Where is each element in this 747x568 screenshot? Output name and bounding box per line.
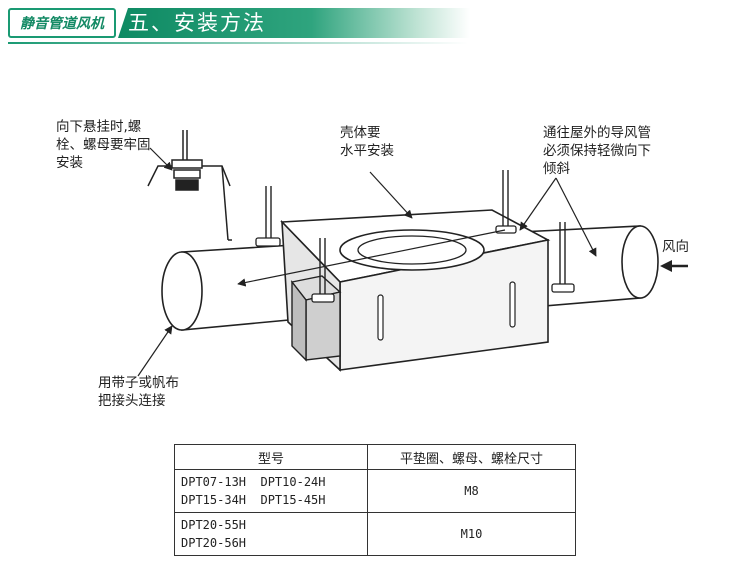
leader-lines [137, 147, 597, 377]
wind-direction-label: 风向 [662, 239, 689, 255]
connect-note-line: 把接头连接 [98, 393, 166, 409]
junction-box [290, 275, 342, 362]
duct-note-line: 倾斜 [543, 161, 570, 177]
duct-note-line: 通往屋外的导风管 [543, 125, 651, 141]
rod-nuts [255, 225, 575, 303]
product-tag: 静音管道风机 [8, 8, 116, 38]
hanger-rods [265, 170, 566, 298]
shell-note: 壳体要 水平安装 [340, 124, 394, 160]
duct-note: 通往屋外的导风管 必须保持轻微向下 倾斜 [543, 124, 651, 178]
table-row: DPT20-55H DPT20-56H M10 [174, 512, 576, 556]
table-header-row: 型号 平垫圈、螺母、螺栓尺寸 [174, 444, 576, 470]
shell-note-line: 壳体要 [340, 125, 381, 141]
spec-table: 型号 平垫圈、螺母、螺栓尺寸 DPT07-13H DPT10-24H DPT15… [174, 444, 576, 556]
installation-diagram [137, 130, 688, 377]
left-duct [161, 243, 311, 331]
model-line: DPT20-55H [181, 518, 247, 532]
model-line: DPT15-34H DPT15-45H [181, 493, 326, 507]
connect-note: 用带子或帆布 把接头连接 [98, 374, 179, 410]
hanger-note-line: 向下悬挂时,螺 [56, 119, 142, 135]
model-cell: DPT07-13H DPT10-24H DPT15-34H DPT15-45H [174, 469, 368, 513]
section-title: 五、安装方法 [128, 11, 266, 35]
shell-note-line: 水平安装 [340, 143, 394, 159]
hanger-detail [147, 130, 232, 241]
table-row: DPT07-13H DPT10-24H DPT15-34H DPT15-45H … [174, 469, 576, 513]
duct-note-line: 必须保持轻微向下 [543, 143, 651, 159]
model-cell: DPT20-55H DPT20-56H [174, 512, 368, 556]
model-line: DPT07-13H DPT10-24H [181, 475, 326, 489]
size-cell: M10 [367, 512, 576, 556]
hanger-note: 向下悬挂时,螺 栓、螺母要牢固 安装 [56, 118, 151, 172]
model-column-header: 型号 [174, 444, 368, 470]
size-cell: M8 [367, 469, 576, 513]
model-line: DPT20-56H [181, 536, 247, 550]
hanger-note-line: 栓、螺母要牢固 [56, 137, 151, 153]
hanger-note-line: 安装 [56, 155, 83, 171]
section-header: 静音管道风机 五、安装方法 [0, 0, 747, 46]
header-rule [8, 42, 468, 44]
header-bar [118, 8, 470, 38]
size-column-header: 平垫圈、螺母、螺栓尺寸 [367, 444, 576, 470]
connect-note-line: 用带子或帆布 [98, 375, 179, 391]
wind-arrow [660, 260, 688, 272]
